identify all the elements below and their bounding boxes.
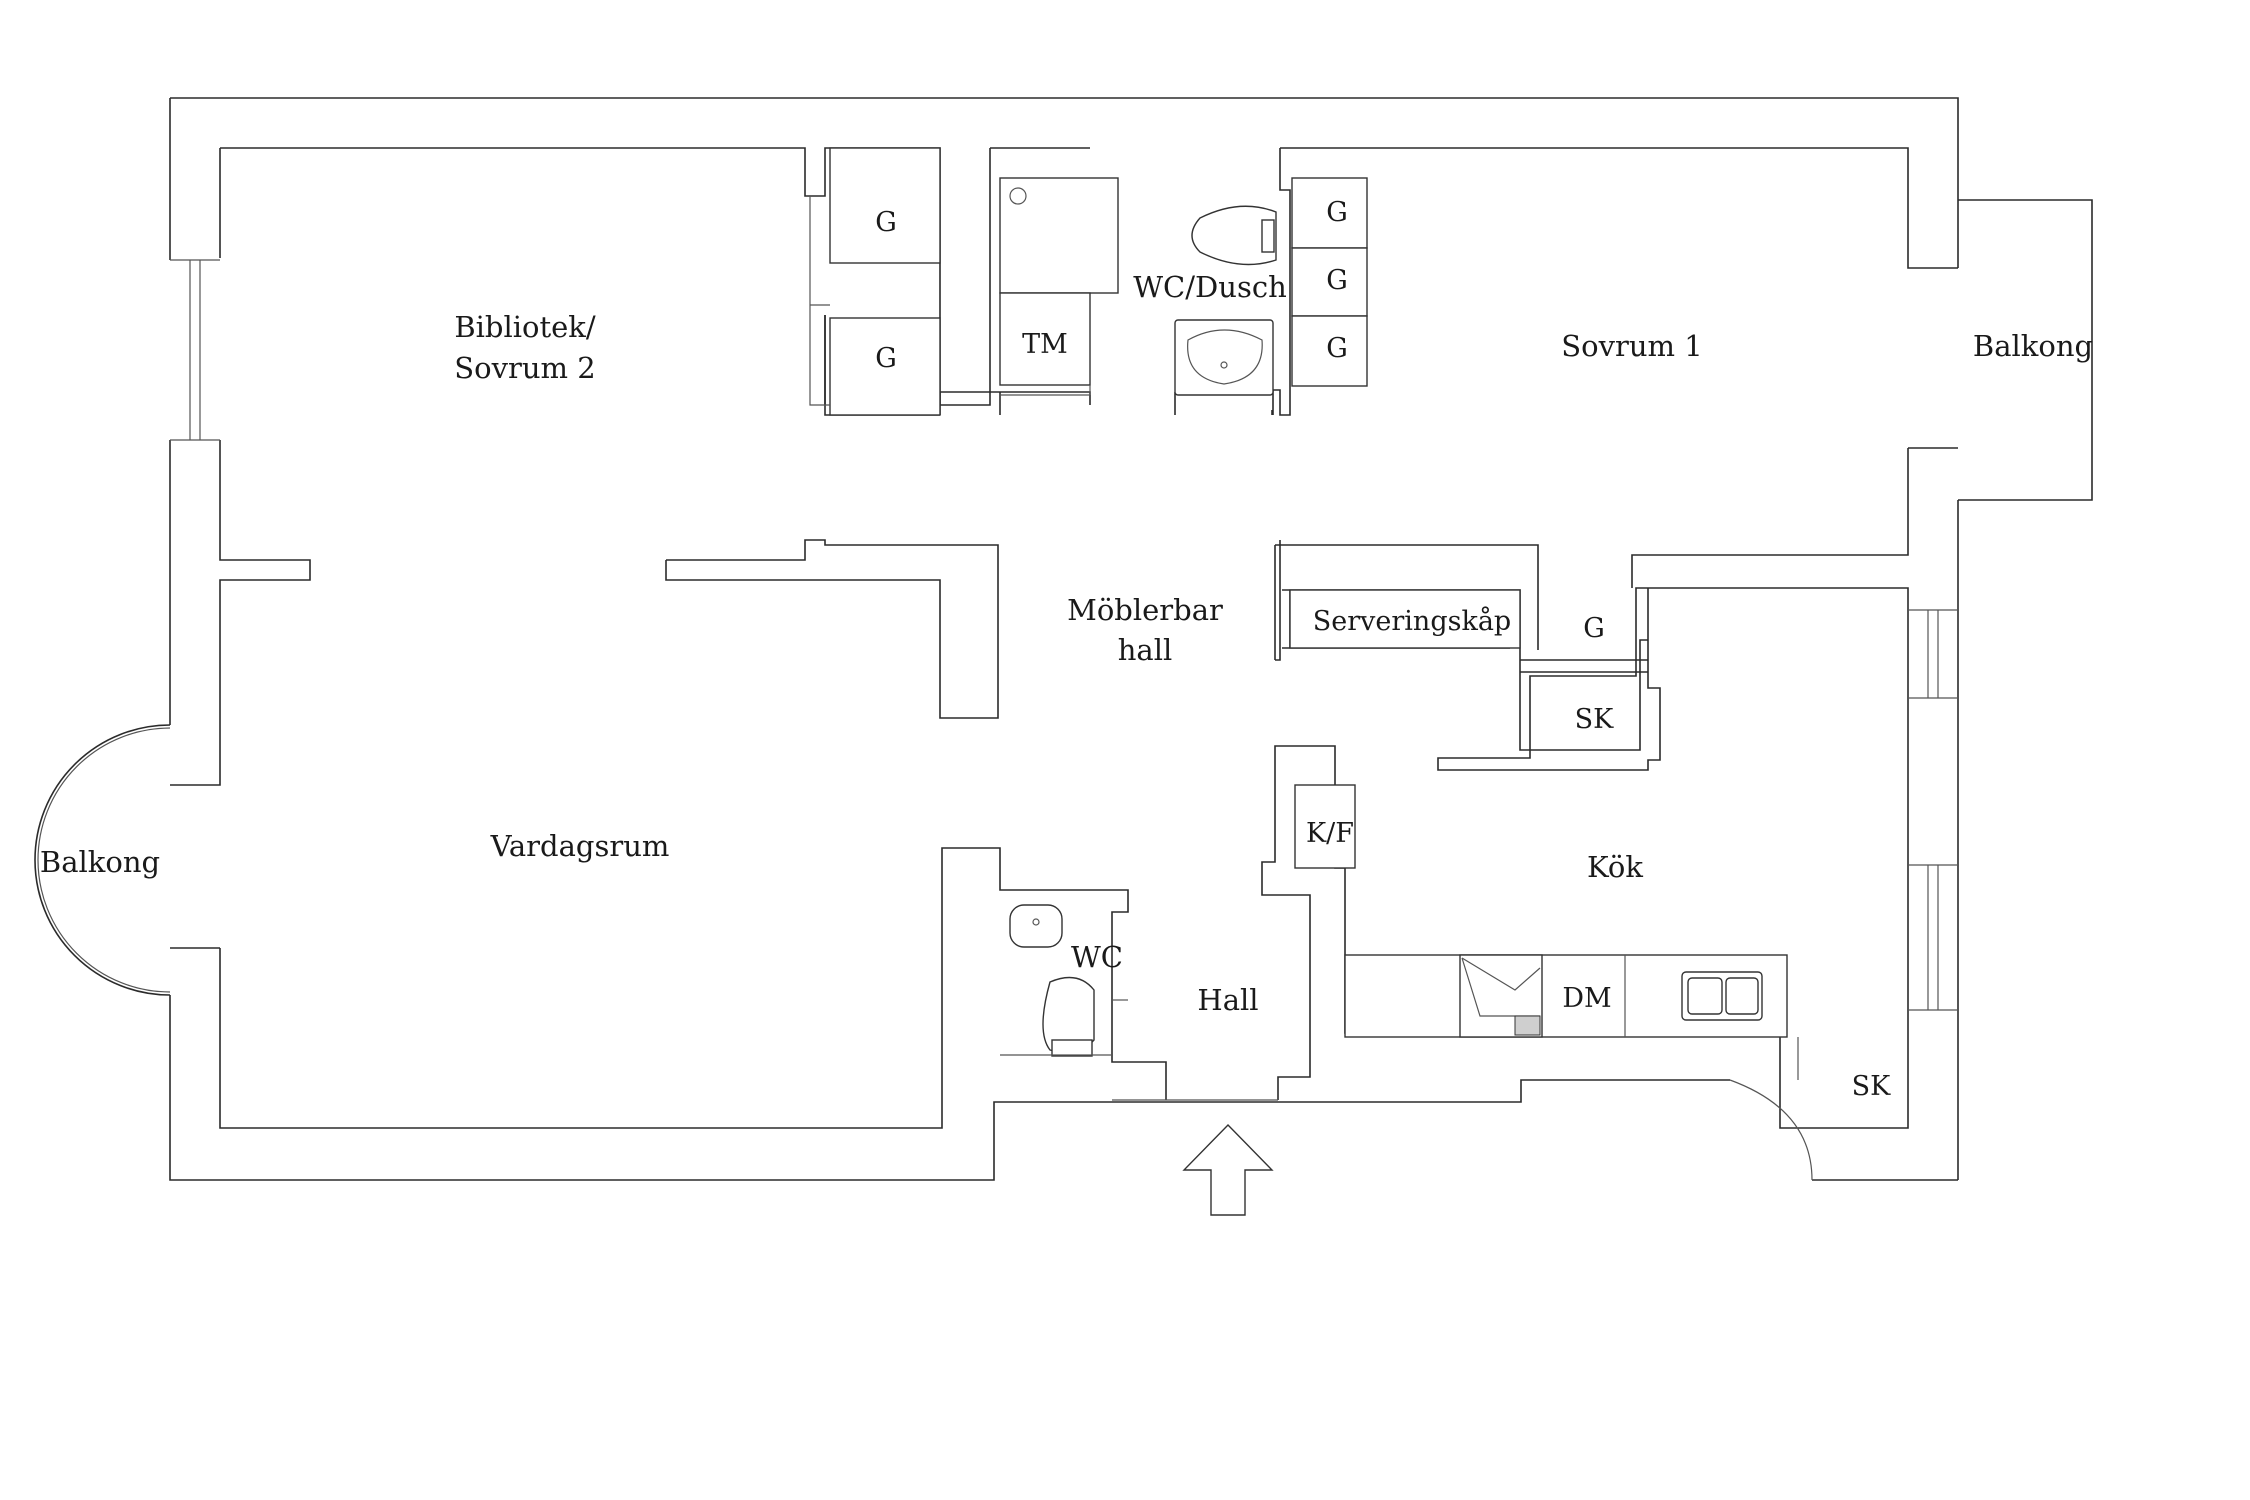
label-kok: Kök (1587, 850, 1643, 884)
label-hall-upper: hall (1118, 633, 1173, 667)
outer-walls (169, 97, 1959, 1181)
label-sk1: SK (1575, 704, 1614, 735)
window-left (170, 259, 220, 441)
label-moblerbar: Möblerbar (1067, 593, 1223, 627)
fridge-freezer (1294, 784, 1356, 869)
label-sovrum2: Sovrum 2 (454, 351, 595, 385)
label-tm: TM (1022, 329, 1068, 360)
label-g1: G (875, 207, 897, 238)
label-g5: G (1326, 333, 1348, 364)
closets-left (809, 147, 941, 416)
label-g6: G (1583, 613, 1605, 644)
fixture-labels: G G G G G G TM Serveringskåp SK SK K/F D… (875, 197, 1891, 1102)
label-g3: G (1326, 197, 1348, 228)
label-wc: WC (1071, 940, 1123, 974)
balcony-right (1958, 199, 2093, 501)
label-kf: K/F (1306, 818, 1354, 849)
label-wc-dusch: WC/Dusch (1133, 270, 1287, 304)
label-balkong-left: Balkong (40, 845, 160, 879)
kitchen-counter (1344, 954, 1813, 1181)
label-dm: DM (1562, 983, 1611, 1014)
entrance-arrow (1112, 1099, 1278, 1216)
sideboard (1289, 589, 1521, 649)
label-sovrum1: Sovrum 1 (1561, 329, 1702, 363)
label-sk2: SK (1852, 1071, 1891, 1102)
label-g4: G (1326, 265, 1348, 296)
label-bibliotek: Bibliotek/ (454, 310, 596, 344)
label-vardagsrum: Vardagsrum (490, 829, 670, 863)
balcony-left (34, 724, 171, 996)
room-labels: Bibliotek/ Sovrum 2 Sovrum 1 Vardagsrum … (40, 270, 2093, 1017)
label-hall: Hall (1197, 983, 1258, 1017)
bathroom-fixtures (999, 177, 1277, 396)
label-g2: G (875, 343, 897, 374)
closets-right (1291, 177, 1368, 387)
wc-fixtures (1000, 904, 1128, 1057)
label-serveringskap: Serveringskåp (1313, 605, 1511, 637)
windows-right (1908, 609, 1958, 1011)
label-balkong-right: Balkong (1973, 329, 2093, 363)
